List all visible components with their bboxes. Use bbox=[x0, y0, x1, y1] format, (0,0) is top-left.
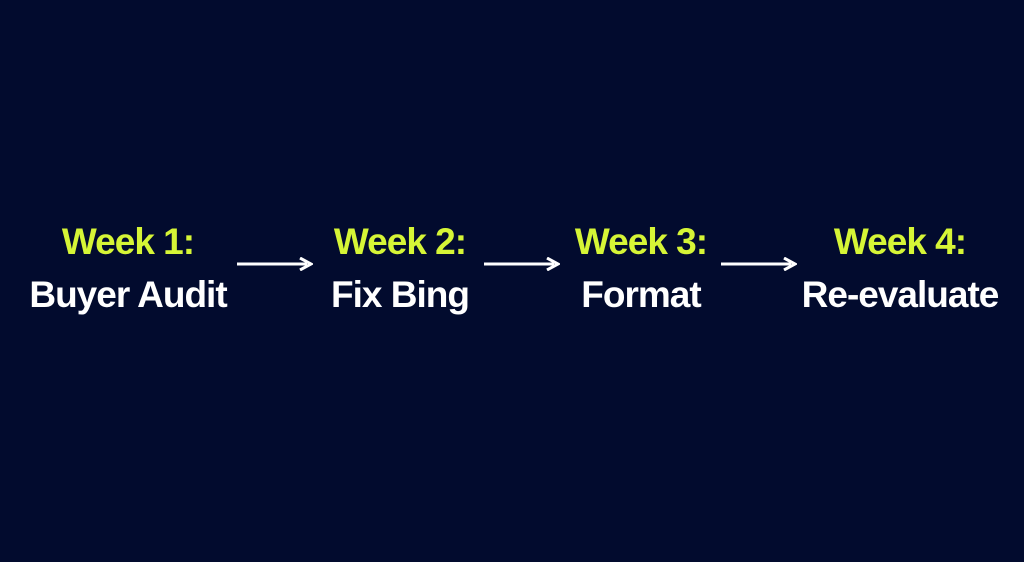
timeline-step-week-3: Week 3: Format bbox=[574, 220, 708, 320]
step-task-label: Fix Bing bbox=[331, 274, 470, 315]
step-week-label: Week 3: bbox=[574, 221, 708, 262]
step-task-label: Buyer Audit bbox=[29, 274, 227, 315]
arrow-right-icon bbox=[237, 257, 313, 271]
step-week-label: Week 1: bbox=[61, 221, 195, 262]
step-week-label: Week 4: bbox=[833, 221, 967, 262]
step-task-label: Format bbox=[581, 274, 701, 315]
timeline-step-week-1: Week 1: Buyer Audit bbox=[29, 220, 227, 320]
arrow-right-icon bbox=[484, 257, 560, 271]
step-task-label: Re-evaluate bbox=[801, 274, 1000, 315]
step-week-label: Week 2: bbox=[333, 221, 467, 262]
timeline-step-week-4: Week 4: Re-evaluate bbox=[801, 220, 1000, 320]
arrow-right-icon bbox=[721, 257, 797, 271]
timeline-step-week-2: Week 2: Fix Bing bbox=[331, 220, 470, 320]
